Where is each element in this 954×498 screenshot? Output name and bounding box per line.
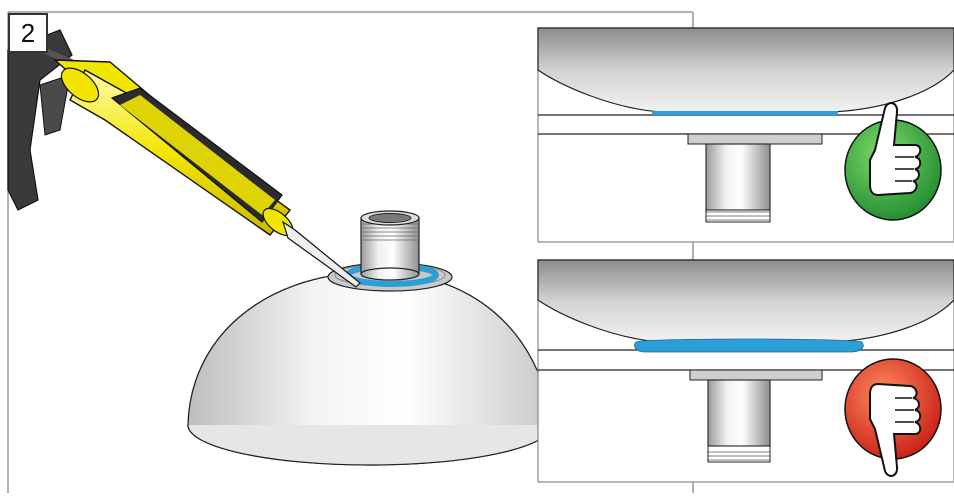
caulking-gun bbox=[7, 29, 361, 288]
sealant-thin bbox=[652, 111, 838, 115]
drain-below-incorrect bbox=[689, 369, 823, 463]
drain-pipe bbox=[360, 210, 420, 281]
drain-below-correct bbox=[687, 133, 823, 223]
panel-correct bbox=[537, 27, 954, 243]
thumbs-up-icon bbox=[844, 102, 942, 221]
basin-dome bbox=[187, 271, 553, 466]
basin-bowl-2 bbox=[537, 259, 954, 343]
panel-incorrect bbox=[537, 259, 954, 483]
step-number: 2 bbox=[8, 13, 48, 53]
sealant-excess bbox=[634, 338, 864, 353]
basin-bowl bbox=[537, 27, 954, 113]
thumbs-down-icon bbox=[844, 358, 942, 477]
